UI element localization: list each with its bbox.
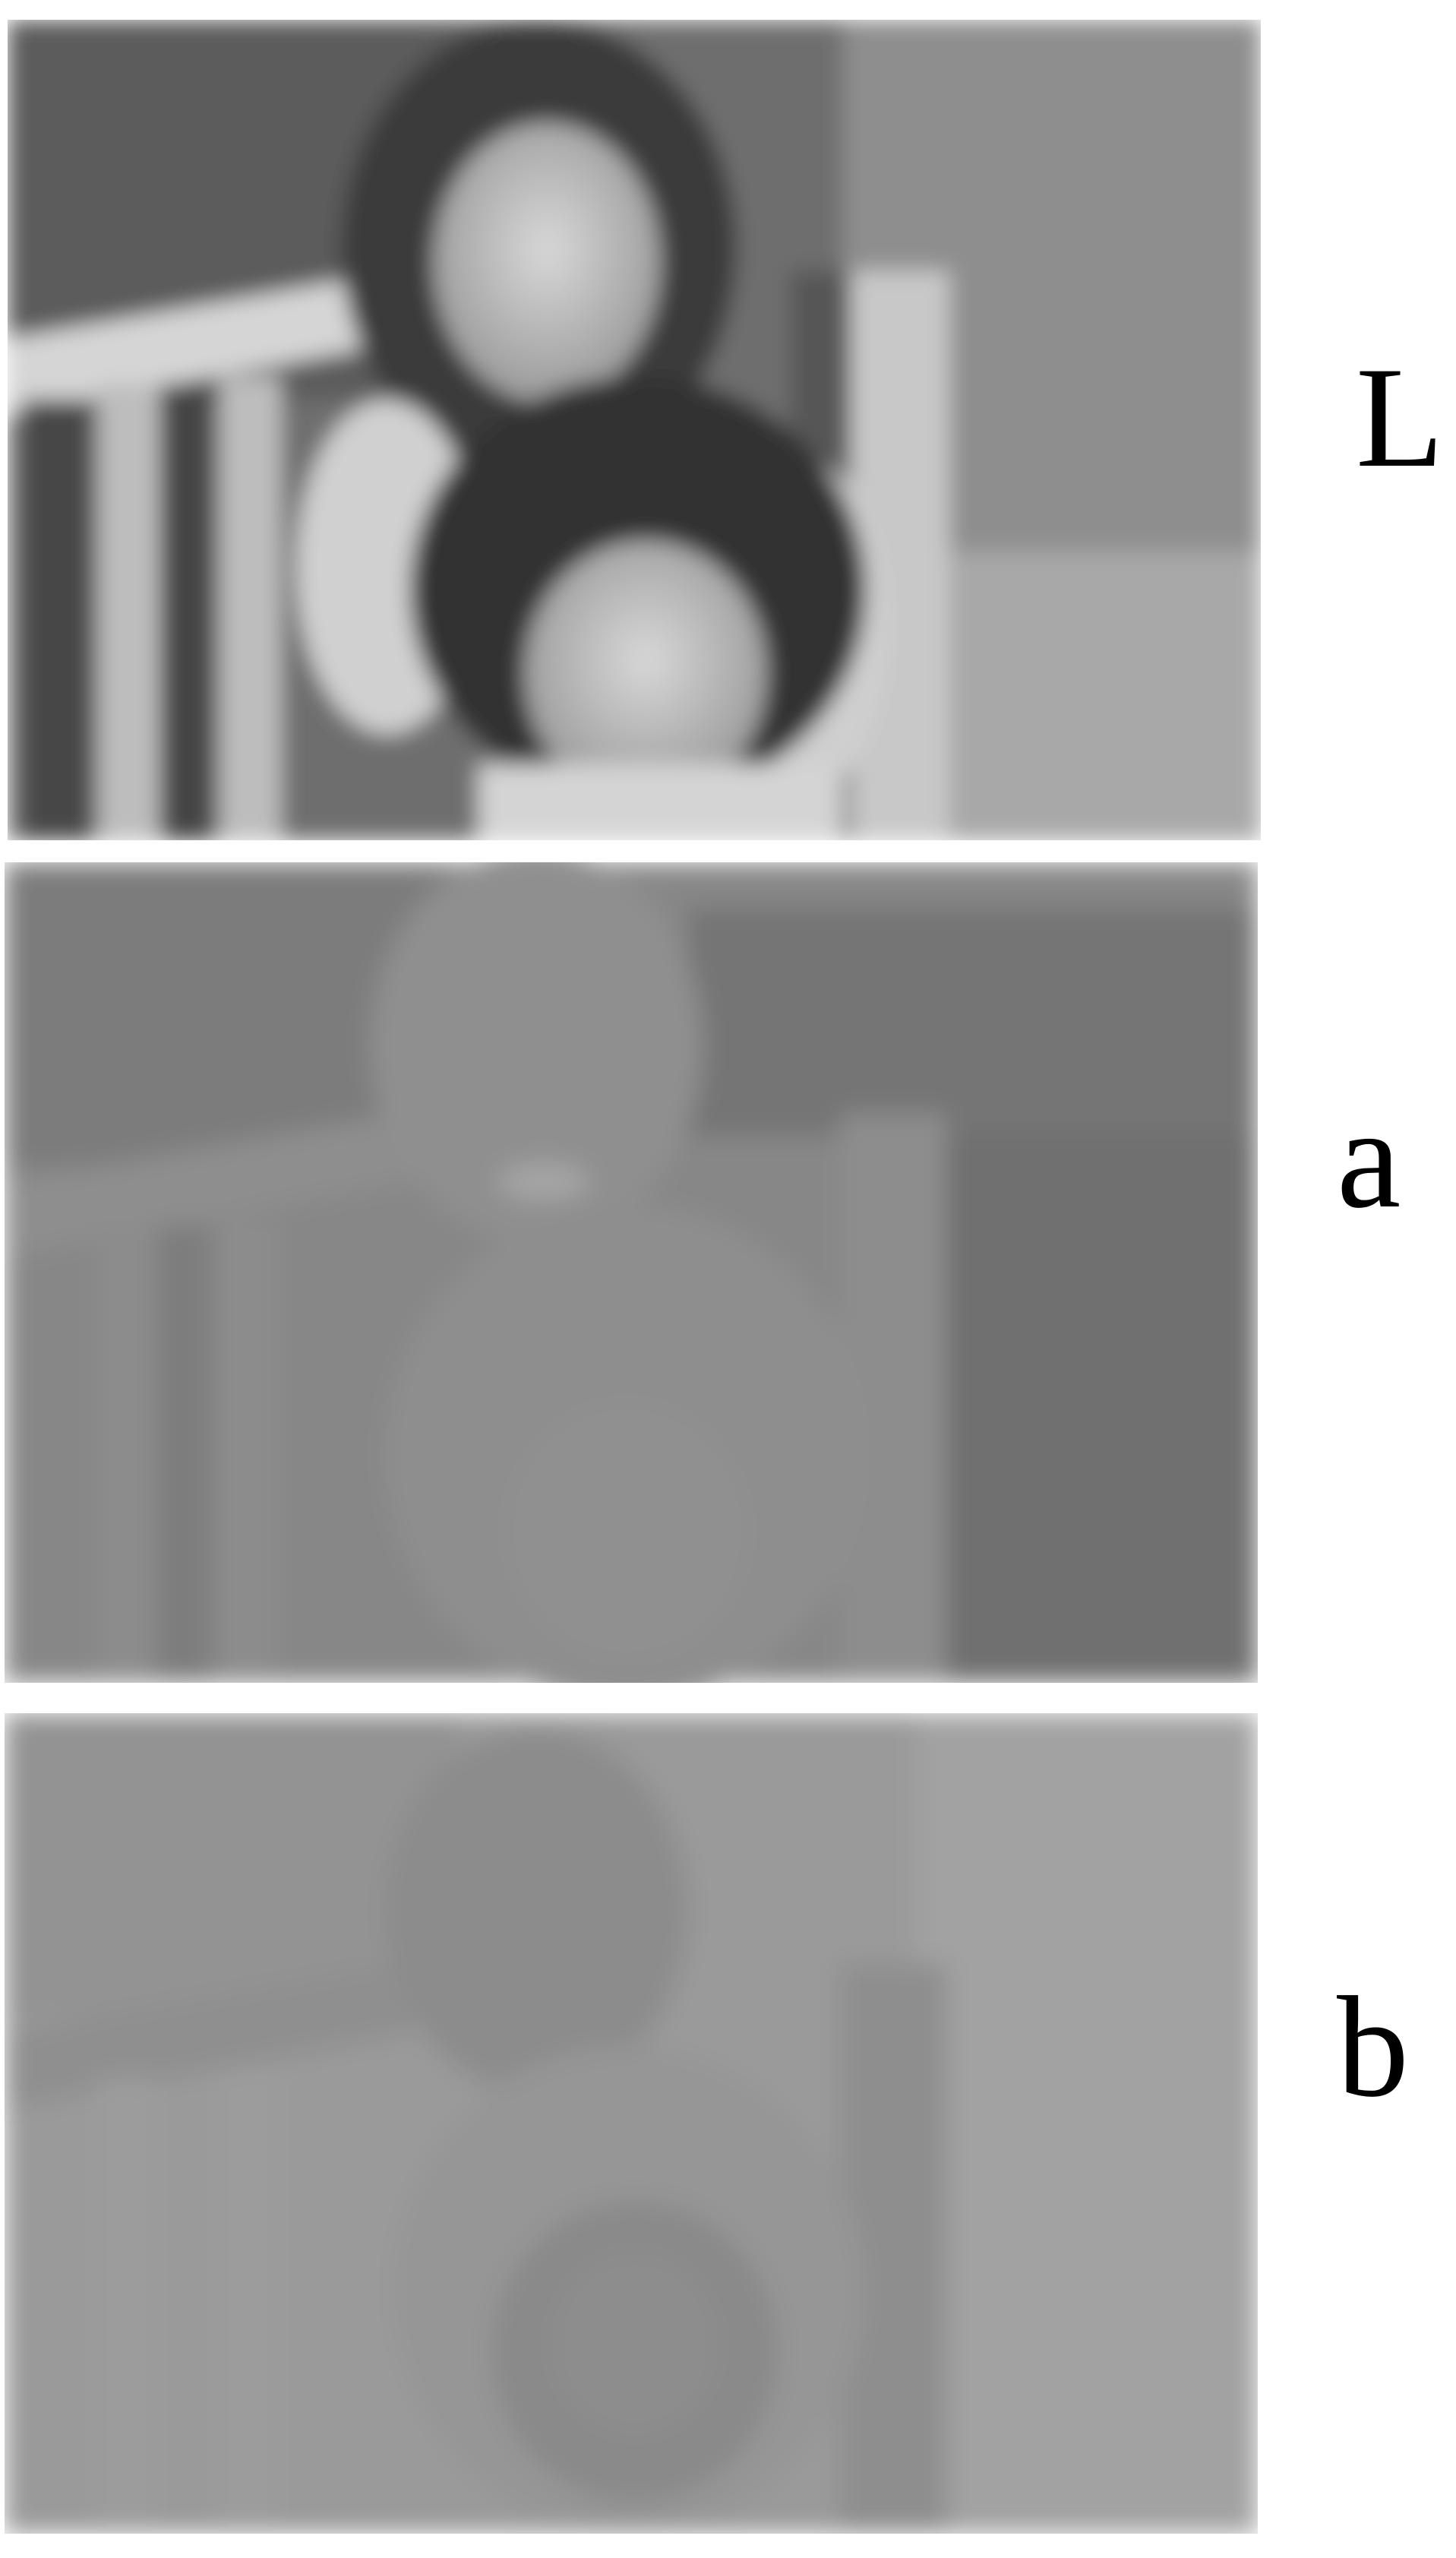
a-channel-image (5, 862, 1258, 1683)
luminance-channel-image (8, 20, 1261, 840)
channel-label-l: L (1356, 338, 1445, 498)
channel-label-b: b (1337, 1968, 1409, 2127)
b-channel-image (5, 1713, 1258, 2534)
channel-label-a: a (1337, 1079, 1401, 1238)
